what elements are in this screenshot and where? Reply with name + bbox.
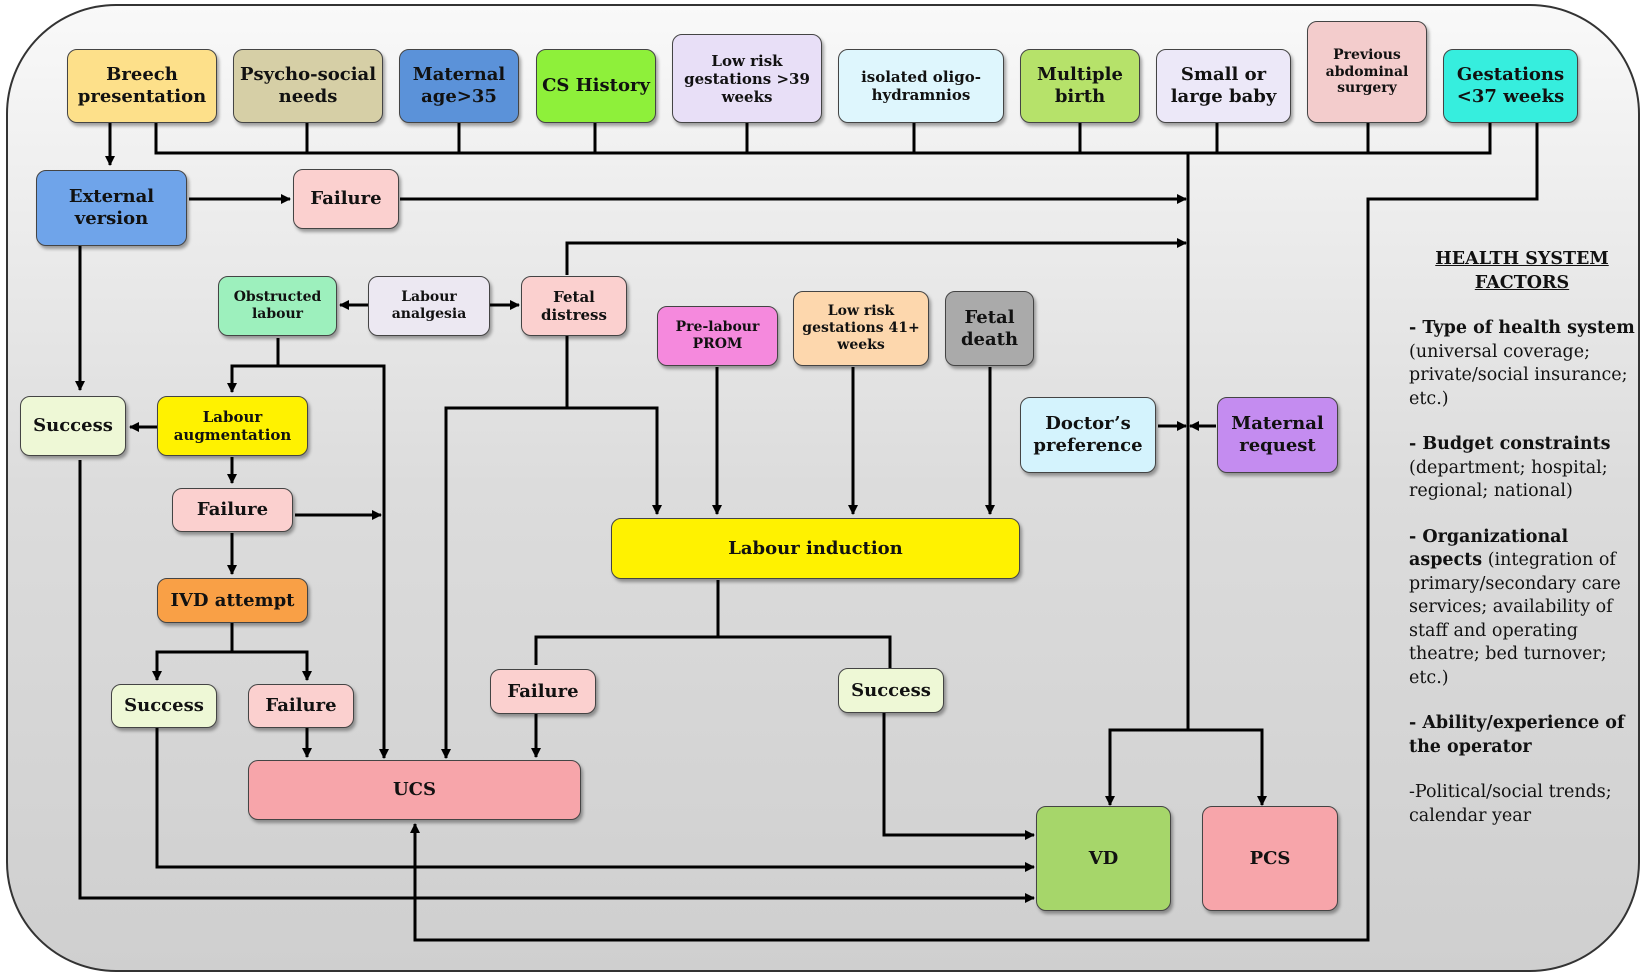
psychosocial-needs-box: Psycho-social needs (233, 49, 383, 123)
maternal-age-box: Maternal age>35 (399, 49, 519, 123)
abdominal-surgery-box: Previous abdominal surgery (1307, 21, 1427, 123)
success-left-box: Success (20, 396, 126, 456)
factor-heading: - Ability/experience of the operator (1409, 713, 1625, 757)
baby-size-box: Small or large baby (1156, 49, 1291, 123)
factor-item: - Ability/experience of the operator (1409, 712, 1635, 759)
prom-box: Pre-labour PROM (657, 306, 778, 366)
health-system-factors-panel: HEALTH SYSTEM FACTORS - Type of health s… (1409, 248, 1635, 850)
ivd-attempt-box: IVD attempt (157, 578, 308, 623)
gestations-37-box: Gestations <37 weeks (1443, 49, 1578, 123)
factor-item: - Type of health system (universal covera… (1409, 317, 1635, 411)
labour-augmentation-box: Labour augmentation (157, 396, 308, 456)
cs-history-box: CS History (536, 49, 656, 123)
success-induction-box: Success (838, 668, 944, 713)
oligohydramnios-box: isolated oligo-hydramnios (838, 49, 1004, 123)
health-system-title: HEALTH SYSTEM FACTORS (1435, 249, 1609, 293)
vd-box: VD (1036, 806, 1171, 911)
labour-induction-box: Labour induction (611, 518, 1020, 579)
labour-analgesia-box: Labour analgesia (368, 276, 490, 336)
low-risk-41-box: Low risk gestations 41+ weeks (793, 291, 929, 366)
failure-external-version-box: Failure (293, 169, 399, 229)
pcs-box: PCS (1202, 806, 1338, 911)
factor-item: - Budget constraints (department; hospita… (1409, 433, 1635, 504)
factor-detail: ; calendar year (1409, 782, 1612, 826)
fetal-death-box: Fetal death (945, 291, 1034, 366)
breech-presentation-box: Breech presentation (67, 49, 217, 123)
multiple-birth-box: Multiple birth (1020, 49, 1140, 123)
maternal-request-box: Maternal request (1217, 397, 1338, 473)
low-risk-39-box: Low risk gestations >39 weeks (672, 34, 822, 123)
factor-detail: (integration of primary/secondary care s… (1409, 550, 1621, 688)
failure-induction-box: Failure (490, 669, 596, 714)
doctors-preference-box: Doctor’s preference (1020, 397, 1156, 473)
factor-heading: - Budget constraints (1409, 434, 1611, 454)
failure-augmentation-box: Failure (172, 488, 293, 532)
factor-item: -Political/social trends; calendar year (1409, 781, 1635, 828)
failure-ivd-box: Failure (248, 684, 354, 728)
factor-heading: -Political/social trends (1409, 782, 1606, 802)
factor-heading: - Organizational aspects (1409, 526, 1569, 571)
factor-heading: - Type of health system (1409, 318, 1635, 338)
obstructed-labour-box: Obstructed labour (218, 276, 337, 336)
ucs-box: UCS (248, 760, 581, 820)
fetal-distress-box: Fetal distress (521, 276, 627, 336)
external-version-box: External version (36, 170, 187, 246)
factor-detail: (universal coverage; private/social insu… (1409, 341, 1628, 409)
factor-detail: (department; hospital; regional; nationa… (1409, 457, 1608, 502)
factor-item: - Organizational aspects (integration of… (1409, 526, 1635, 691)
success-ivd-box: Success (111, 684, 217, 728)
